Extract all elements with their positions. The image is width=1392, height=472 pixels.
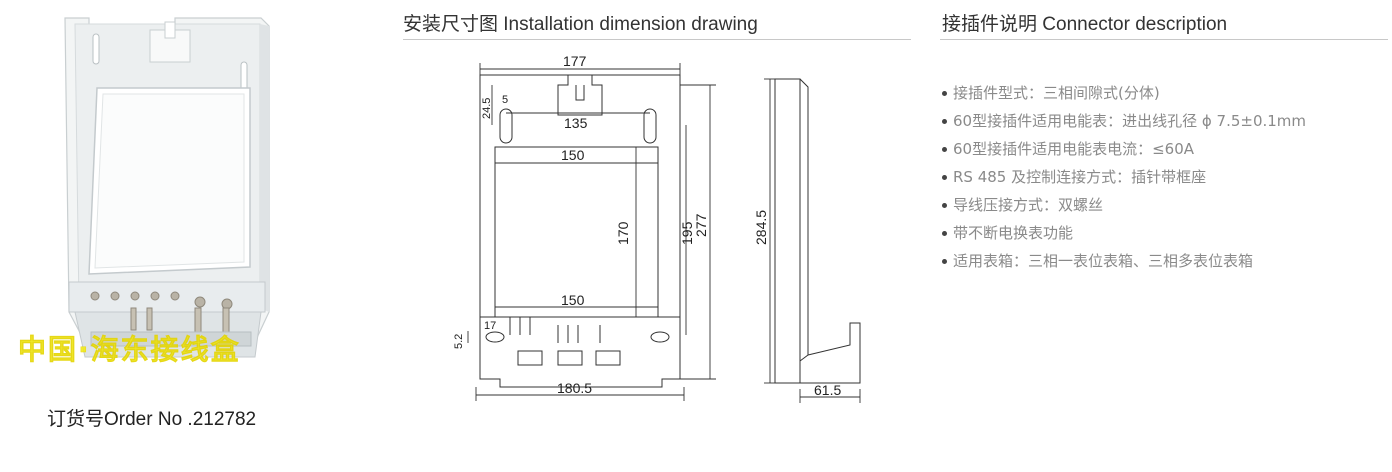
connector-divider bbox=[940, 39, 1388, 40]
installation-divider bbox=[403, 39, 911, 40]
product-photo bbox=[64, 17, 270, 358]
bullet-icon bbox=[942, 147, 947, 152]
spec-text: 接插件型式：三相间隙式(分体) bbox=[953, 84, 1160, 102]
dim-61-5: 61.5 bbox=[814, 382, 841, 398]
spec-text: 适用表箱：三相一表位表箱、三相多表位表箱 bbox=[953, 252, 1254, 270]
dim-135: 135 bbox=[564, 115, 588, 131]
bullet-icon bbox=[942, 119, 947, 124]
spec-text: 导线压接方式：双螺丝 bbox=[953, 196, 1104, 214]
dim-150-top: 150 bbox=[561, 147, 585, 163]
dim-177: 177 bbox=[563, 53, 587, 69]
dim-5: 5 bbox=[502, 94, 508, 106]
bullet-icon bbox=[942, 203, 947, 208]
bullet-icon bbox=[942, 91, 947, 96]
order-number: 订货号Order No .212782 bbox=[47, 409, 257, 430]
list-item: 60型接插件适用电能表电流：≤60A bbox=[942, 138, 1306, 166]
dim-5-2: 5.2 bbox=[453, 334, 465, 349]
dim-150-bottom: 150 bbox=[561, 292, 585, 308]
watermark-text: 中国·海东接线盒 bbox=[18, 333, 241, 367]
connector-spec-list: 接插件型式：三相间隙式(分体) 60型接插件适用电能表：进出线孔径 ϕ 7.5±… bbox=[942, 82, 1306, 278]
connector-title: 接插件说明 Connector description bbox=[942, 14, 1228, 35]
product-panel: 中国·海东接线盒 订货号Order No .212782 bbox=[0, 0, 380, 472]
list-item: 接插件型式：三相间隙式(分体) bbox=[942, 82, 1306, 110]
spec-text: 带不断电换表功能 bbox=[953, 224, 1074, 242]
dim-284-5: 284.5 bbox=[753, 210, 769, 245]
dim-170: 170 bbox=[615, 221, 631, 245]
list-item: RS 485 及控制连接方式：插针带框座 bbox=[942, 166, 1306, 194]
dim-195: 195 bbox=[679, 221, 695, 245]
bullet-icon bbox=[942, 259, 947, 264]
dim-180-5: 180.5 bbox=[557, 380, 592, 396]
dimension-drawing: 177 135 150 150 180.5 61.5 17 5 170 195 … bbox=[453, 53, 861, 403]
spec-text: 60型接插件适用电能表电流：≤60A bbox=[953, 140, 1195, 158]
list-item: 带不断电换表功能 bbox=[942, 222, 1306, 250]
list-item: 导线压接方式：双螺丝 bbox=[942, 194, 1306, 222]
installation-title: 安装尺寸图 Installation dimension drawing bbox=[403, 14, 758, 35]
dim-17: 17 bbox=[484, 320, 496, 332]
list-item: 适用表箱：三相一表位表箱、三相多表位表箱 bbox=[942, 250, 1306, 278]
dim-24-5: 24.5 bbox=[481, 98, 493, 119]
list-item: 60型接插件适用电能表：进出线孔径 ϕ 7.5±0.1mm bbox=[942, 110, 1306, 138]
bullet-icon bbox=[942, 175, 947, 180]
bullet-icon bbox=[942, 231, 947, 236]
spec-text: RS 485 及控制连接方式：插针带框座 bbox=[953, 168, 1207, 186]
dim-277: 277 bbox=[693, 213, 709, 237]
spec-text: 60型接插件适用电能表：进出线孔径 ϕ 7.5±0.1mm bbox=[953, 112, 1307, 130]
